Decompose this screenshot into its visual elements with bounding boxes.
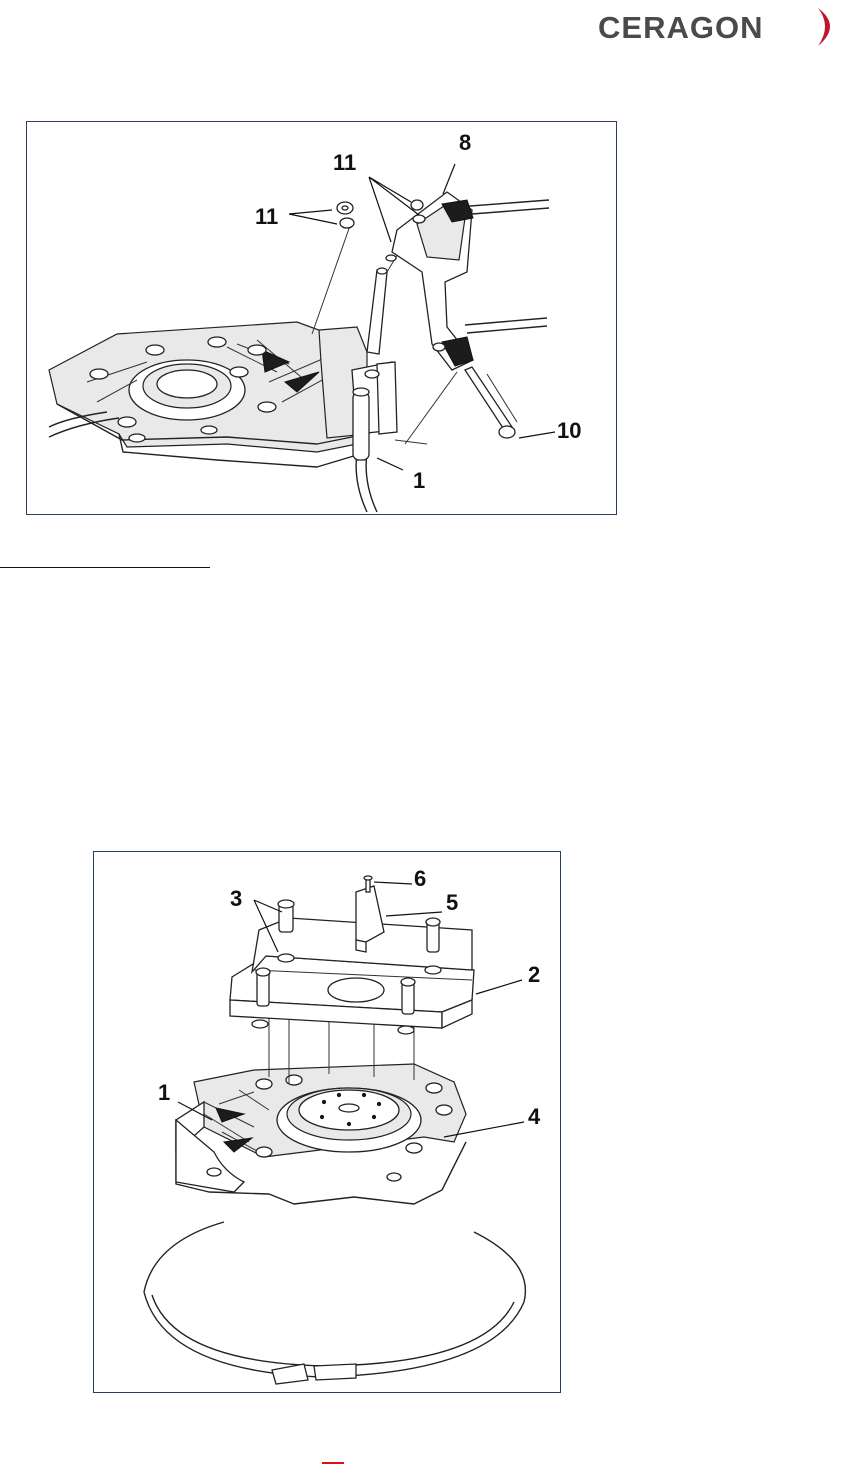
section-rule (0, 567, 210, 568)
callout-5: 5 (446, 892, 458, 914)
footer-mark (322, 1462, 344, 1464)
callout-4: 4 (528, 1106, 540, 1128)
callout-11-right: 11 (333, 152, 356, 174)
callout-1: 1 (413, 470, 425, 492)
callout-11-left: 11 (255, 206, 278, 228)
adaptor-plate-drawing (94, 852, 560, 1392)
callout-2: 2 (528, 964, 540, 986)
callout-1-bottom: 1 (158, 1082, 170, 1104)
figure-mount-bracket: 8 11 11 10 1 (26, 121, 617, 515)
logo-text: CERAGON (598, 10, 763, 45)
callout-6: 6 (414, 868, 426, 890)
callout-8: 8 (459, 132, 471, 154)
logo-swoosh (818, 8, 830, 46)
ceragon-logo: CERAGON (596, 4, 836, 48)
callout-3: 3 (230, 888, 242, 910)
callout-10: 10 (557, 420, 581, 442)
mount-bracket-drawing (27, 122, 616, 514)
figure-adaptor-plate: 6 3 5 2 1 4 (93, 851, 561, 1393)
